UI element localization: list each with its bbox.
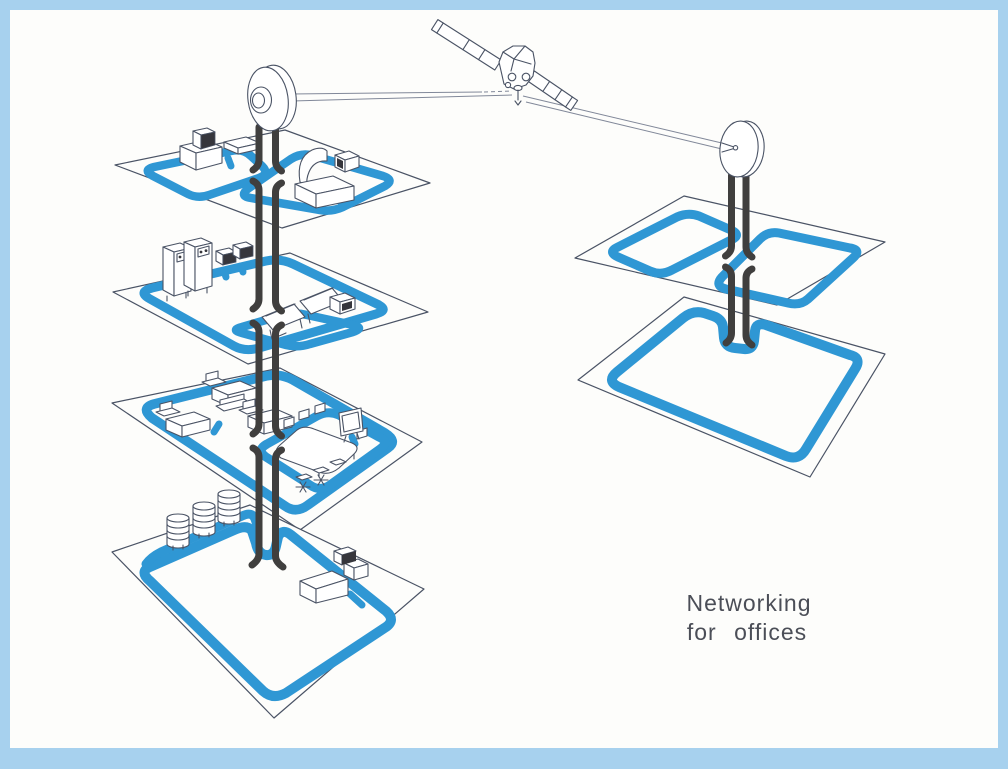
- disk-storage-units: [166, 489, 241, 551]
- left-beam-lower-line: [291, 94, 513, 102]
- dish-feed-lines: [721, 142, 735, 153]
- curved-partition: [298, 147, 328, 187]
- conference-chair: [295, 473, 313, 481]
- riser-bar: [272, 321, 285, 440]
- dish-feed: [251, 92, 266, 109]
- conference-chair: [312, 466, 330, 474]
- network-branch: [141, 509, 263, 569]
- riser-bar: [249, 177, 263, 313]
- left-floor-1: [114, 127, 431, 229]
- network-loop: [141, 370, 398, 515]
- network-loop: [139, 255, 388, 355]
- loop-stub: [237, 262, 247, 276]
- riser-bar: [742, 171, 756, 261]
- conference-chair: [314, 402, 326, 415]
- printer-unit: [329, 292, 356, 315]
- workstation-computer: [179, 127, 261, 171]
- printer-desk: [299, 546, 369, 604]
- satellite-to-right-dish-beam: [522, 95, 727, 145]
- monitor-screen: [200, 131, 216, 150]
- left-dish-to-satellite-beam: [290, 91, 483, 95]
- right-building: [574, 120, 886, 478]
- dish-face: [719, 120, 759, 178]
- right-beam-lower-line: [525, 101, 727, 151]
- thruster-port: [521, 72, 531, 82]
- satellite-dish-left: [247, 64, 297, 132]
- conference-area: [275, 402, 368, 493]
- satellite-dish-right: [719, 120, 765, 178]
- riser-bar: [722, 171, 735, 260]
- left-beam-dashed-segment: [483, 90, 513, 93]
- satellite-beams: [290, 90, 727, 151]
- network-loop: [714, 228, 862, 309]
- thruster-port: [504, 81, 512, 89]
- dish-feed: [732, 145, 739, 151]
- riser-bar: [272, 123, 285, 175]
- loop-stub: [224, 154, 235, 170]
- riser-bar: [742, 265, 756, 349]
- communications-satellite-icon: [430, 19, 579, 111]
- riser-bar: [249, 123, 263, 174]
- left-building: [111, 64, 431, 719]
- network-loop: [607, 307, 863, 463]
- chair-star-base: [313, 474, 329, 486]
- riser-bar: [272, 446, 287, 571]
- loop-stub: [346, 590, 366, 609]
- terminals: [215, 241, 254, 266]
- riser-bar: [248, 444, 263, 569]
- diagram-caption-line1: Networking: [686, 590, 811, 616]
- network-loop: [256, 408, 390, 493]
- loop-stub: [348, 433, 359, 448]
- loop-stub: [220, 267, 230, 281]
- right-floor-2: [577, 296, 886, 478]
- monitor-screen: [239, 245, 254, 260]
- riser-bar: [722, 263, 735, 347]
- riser-bar: [249, 319, 263, 438]
- left-backbone-riser: [248, 123, 287, 571]
- right-backbone-riser: [722, 171, 756, 349]
- conference-chair: [283, 416, 295, 429]
- thruster-port: [507, 72, 517, 82]
- panel-end-cap: [430, 19, 444, 34]
- equipment-cabinets: [162, 237, 213, 302]
- antenna-feed: [514, 89, 522, 106]
- chair-star-base: [295, 481, 311, 493]
- reception-desk: [294, 147, 360, 209]
- diagram-caption-line2: for offices: [687, 619, 807, 645]
- conference-chair: [298, 408, 310, 421]
- loop-stub: [210, 420, 223, 436]
- panel-end-cap: [565, 96, 579, 111]
- conference-chair: [329, 458, 347, 466]
- riser-bar: [272, 179, 285, 315]
